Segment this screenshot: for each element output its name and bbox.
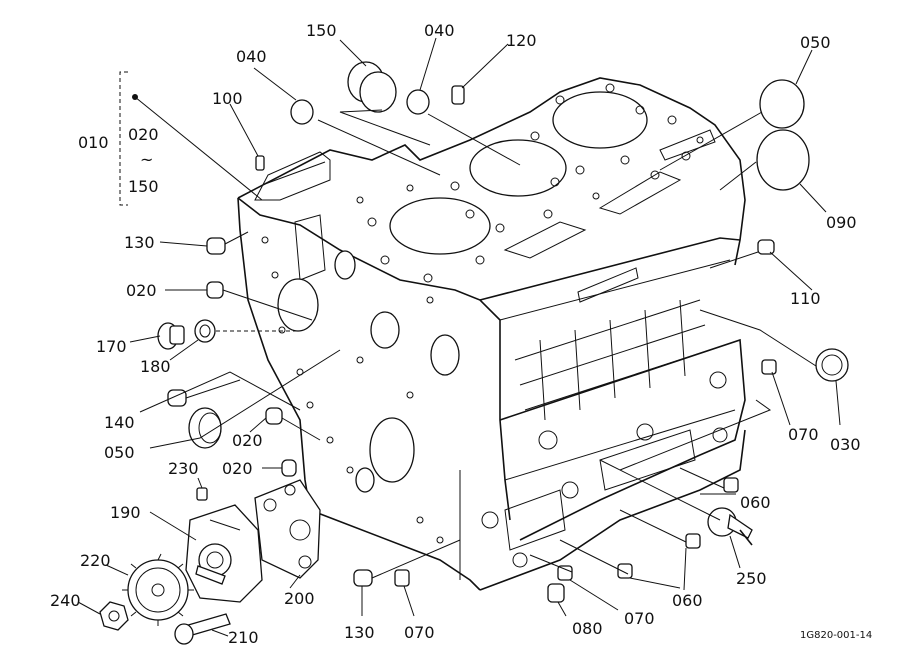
- label-020b: 020: [232, 431, 263, 450]
- bracket-top-label: 020: [128, 125, 159, 144]
- label-050a: 050: [800, 33, 831, 52]
- label-070c: 070: [624, 609, 655, 628]
- bracket-bottom-label: 150: [128, 177, 159, 196]
- label-200: 200: [284, 589, 315, 608]
- label-040b: 040: [424, 21, 455, 40]
- label-130b: 130: [344, 623, 375, 642]
- reference-code: 1G820-001-14: [800, 630, 872, 641]
- loose-parts: [99, 61, 849, 645]
- label-050b: 050: [104, 443, 135, 462]
- label-220: 220: [80, 551, 111, 570]
- label-070b: 070: [404, 623, 435, 642]
- label-190: 190: [110, 503, 141, 522]
- cylinder-block: [237, 77, 746, 591]
- bracket-tilde: ~: [140, 150, 153, 169]
- label-250: 250: [736, 569, 767, 588]
- label-040a: 040: [236, 47, 267, 66]
- label-030: 030: [830, 435, 861, 454]
- label-210: 210: [228, 628, 259, 647]
- label-170: 170: [96, 337, 127, 356]
- label-140: 140: [104, 413, 135, 432]
- label-180: 180: [140, 357, 171, 376]
- label-150: 150: [306, 21, 337, 40]
- deck-holes: [356, 83, 704, 283]
- label-240: 240: [50, 591, 81, 610]
- label-060b: 060: [672, 591, 703, 610]
- label-020a: 020: [126, 281, 157, 300]
- label-110: 110: [790, 289, 821, 308]
- label-080: 080: [572, 619, 603, 638]
- label-090: 090: [826, 213, 857, 232]
- label-020c: 020: [222, 459, 253, 478]
- label-060a: 060: [740, 493, 771, 512]
- label-070a: 070: [788, 425, 819, 444]
- label-010: 010: [78, 133, 109, 152]
- label-100: 100: [212, 89, 243, 108]
- assembly-bracket: 020 ~ 150: [119, 71, 263, 206]
- label-130a: 130: [124, 233, 155, 252]
- label-120: 120: [506, 31, 537, 50]
- side-ribs: [514, 299, 711, 421]
- label-230: 230: [168, 459, 199, 478]
- leader-lines: [77, 37, 841, 637]
- part-labels: 010 150 040 040 120 050 100 090 130 110 …: [50, 21, 872, 647]
